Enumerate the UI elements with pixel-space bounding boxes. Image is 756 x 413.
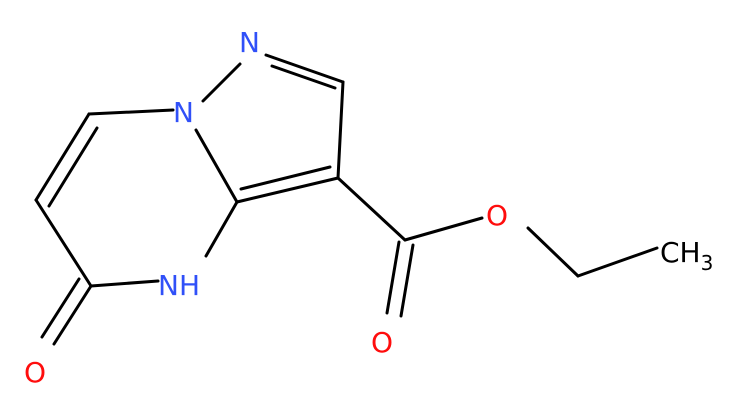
atom-o-ring-carbonyl: O [24, 356, 46, 389]
atom-n-top: N [239, 26, 260, 59]
ch3-subscript: 3 [701, 251, 714, 275]
ch3-main: CH [660, 236, 701, 269]
bond-ester-c-to-o-carbonyl-double [399, 243, 415, 318]
bond-ch2-to-ch3 [576, 246, 659, 278]
bond-c3-to-c3a [235, 176, 340, 204]
bond-n-bridge-to-n-top [201, 62, 242, 103]
bond-n-top-to-c-top-double [270, 64, 337, 90]
atom-ch3: CH3 [660, 236, 713, 275]
bond-c3-to-ester-c [336, 176, 407, 242]
atom-o-ester-carbonyl: O [371, 326, 393, 359]
bond-c7-to-c6 [34, 112, 91, 202]
bond-c3a-to-n-bridge [194, 128, 239, 204]
bond-nh-to-c3a [204, 200, 239, 258]
bond-ester-c-to-o-ether [403, 216, 484, 242]
bond-n-top-to-c-top [264, 53, 345, 84]
bond-c5-to-o-ring-double [40, 277, 81, 339]
bond-c7-to-c6-double [47, 126, 99, 208]
bond-n-bridge-to-c7 [87, 108, 175, 116]
bond-c5-to-o-ring [52, 284, 93, 346]
atom-nh: NH [158, 269, 200, 302]
bond-c3-to-c3a-double [239, 165, 332, 191]
bond-c-top-to-c3 [336, 80, 345, 180]
bond-c6-to-c5 [34, 198, 93, 288]
atom-n-bridge: N [173, 96, 194, 129]
bond-o-ether-to-ch2 [526, 226, 580, 278]
atom-o-ester-ether: O [486, 199, 508, 232]
bond-c5-to-nh [89, 279, 160, 288]
bond-ester-c-to-o-carbonyl [385, 240, 401, 315]
